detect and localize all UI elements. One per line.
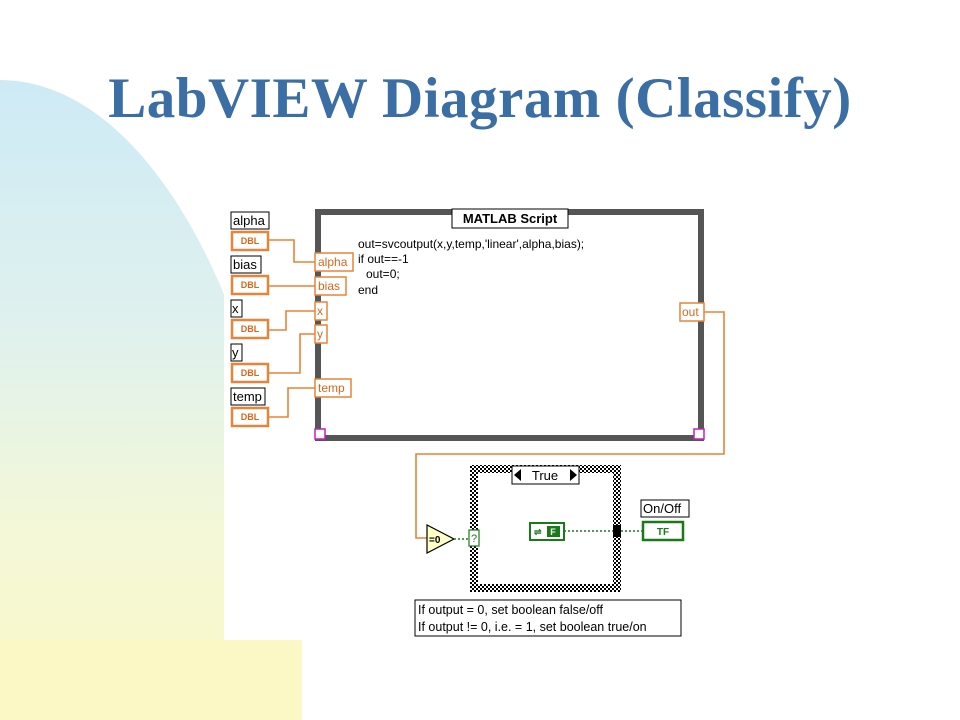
control-bias-type: DBL: [241, 280, 260, 290]
terminal-y[interactable]: y: [314, 324, 328, 344]
script-code-line-2: if out==-1: [358, 252, 409, 266]
terminal-x[interactable]: x: [314, 301, 328, 321]
terminal-alpha-label: alpha: [318, 255, 348, 269]
indicator-label: On/Off: [643, 501, 681, 516]
comparator-label: =0: [429, 535, 441, 546]
resize-handle-right[interactable]: [693, 428, 705, 440]
control-x-type: DBL: [241, 324, 260, 334]
control-y-type: DBL: [241, 368, 260, 378]
indicator-type: TF: [657, 527, 669, 538]
page-title: LabVIEW Diagram (Classify): [108, 67, 852, 130]
case-selector-value: True: [532, 468, 558, 483]
comment-line-1: If output = 0, set boolean false/off: [418, 603, 604, 617]
terminal-temp[interactable]: temp: [314, 378, 352, 398]
control-alpha-type: DBL: [241, 236, 260, 246]
terminal-x-label: x: [317, 304, 323, 318]
boolean-constant-value: F: [550, 527, 556, 537]
terminal-alpha[interactable]: alpha: [314, 252, 354, 272]
control-x[interactable]: x DBL: [230, 299, 270, 340]
equal-zero-comparator[interactable]: =0: [426, 524, 456, 554]
control-alpha-label: alpha: [233, 213, 266, 228]
case-next-arrow-icon[interactable]: [570, 469, 577, 481]
control-temp[interactable]: temp DBL: [230, 387, 270, 428]
wire-x: [269, 310, 315, 331]
matlab-script-node[interactable]: MATLAB Script out=svcoutput(x,y,temp,'li…: [314, 208, 705, 441]
terminal-temp-label: temp: [318, 381, 345, 395]
case-output-tunnel[interactable]: [613, 525, 621, 537]
background-band: [0, 640, 302, 720]
comment-line-2: If output != 0, i.e. = 1, set boolean tr…: [418, 620, 647, 634]
terminal-y-label: y: [317, 327, 323, 341]
wire-y: [269, 333, 315, 374]
case-prev-arrow-icon[interactable]: [514, 469, 521, 481]
control-alpha[interactable]: alpha DBL: [230, 211, 270, 252]
control-bias-label: bias: [233, 257, 257, 272]
case-selector-terminal[interactable]: [468, 529, 480, 547]
terminal-bias[interactable]: bias: [314, 276, 347, 296]
control-y[interactable]: y DBL: [230, 343, 270, 384]
comment-box: If output = 0, set boolean false/off If …: [414, 599, 682, 637]
script-code-line-3: out=0;: [366, 267, 400, 281]
wire-out: [415, 311, 725, 539]
case-selector-terminal-label: ?: [471, 533, 477, 545]
control-temp-type: DBL: [241, 412, 260, 422]
wire-alpha: [269, 239, 315, 263]
script-node-title: MATLAB Script: [463, 211, 558, 226]
terminal-out[interactable]: out: [679, 302, 705, 322]
control-x-label: x: [232, 301, 239, 316]
terminal-bias-label: bias: [318, 279, 340, 293]
control-y-label: y: [232, 345, 239, 360]
control-bias[interactable]: bias DBL: [230, 255, 270, 296]
script-code-line-1: out=svcoutput(x,y,temp,'linear',alpha,bi…: [358, 237, 584, 251]
boolean-false-constant[interactable]: ⇌ F: [529, 522, 565, 541]
indicator-on-off[interactable]: On/Off TF: [640, 499, 690, 542]
terminal-out-label: out: [682, 305, 699, 319]
boolean-toggle-icon: ⇌: [534, 527, 542, 537]
script-code-line-4: end: [358, 283, 378, 297]
resize-handle-left[interactable]: [314, 428, 326, 440]
wire-temp: [269, 387, 315, 418]
control-temp-label: temp: [233, 389, 262, 404]
case-structure[interactable]: True ? ⇌ F: [468, 465, 621, 592]
